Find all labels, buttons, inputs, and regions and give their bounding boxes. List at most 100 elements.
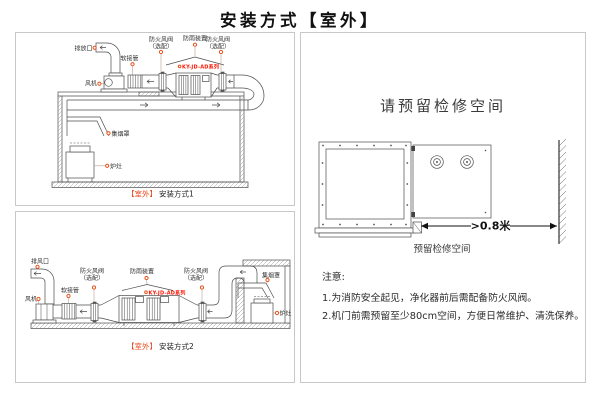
flexible-duct (127, 74, 143, 89)
exhaust-stack (95, 42, 121, 74)
fire-damper-label: 防火风阀 (206, 35, 230, 43)
fire-damper-label: （选配） (149, 42, 173, 50)
rain-cover-label: 防雨装置 (183, 34, 207, 42)
fire-damper-1 (90, 301, 99, 323)
series-dot (144, 290, 148, 294)
install-method-2-diagram: 排风口 风机 软接管 (25, 258, 292, 352)
fire-damper-label: 防火风阀 (149, 35, 173, 43)
exhaust-stack (30, 268, 55, 305)
roof-penetration (138, 91, 160, 97)
ground-hatch (51, 181, 249, 188)
panel-maintenance-space: >0.8米 预留检修空间 请预留检修空间 注意: 1.为消防安全起见，净化器前后… (300, 32, 586, 383)
maintenance-heading: 请预留检修空间 (379, 97, 506, 115)
label-dot (97, 81, 102, 86)
fan-label: 风机 (25, 295, 37, 303)
fire-damper-label: （选配） (206, 42, 230, 50)
notes-title: 注意: (322, 272, 345, 283)
caption-tag: 【室外】 (127, 341, 157, 351)
smoke-hood-label: 集烟罩 (262, 272, 280, 280)
down-elbow (233, 74, 265, 111)
fan (32, 303, 57, 324)
series-label: KY-JD-AD系列 (182, 63, 219, 70)
caption-text: 安装方式1 (159, 189, 194, 199)
label-dot (66, 293, 71, 299)
label-dot (158, 49, 164, 55)
diagram-caption: 预留检修空间 (413, 243, 470, 255)
door-lock-knob (430, 155, 444, 169)
stove (65, 142, 95, 182)
flexible-duct-label: 软接管 (61, 287, 79, 295)
fan-label: 风机 (85, 80, 97, 88)
label-dot (192, 42, 198, 47)
fire-damper-label: 防火风阀 (80, 267, 104, 275)
stove-label: 炉灶 (110, 162, 122, 170)
smoke-hood (66, 100, 110, 137)
flow-arrow (239, 269, 246, 275)
flow-arrow (33, 271, 41, 276)
series-dot (177, 64, 182, 69)
caption-text: 安装方式2 (159, 341, 194, 351)
series-label: KY-JD-AD系列 (149, 289, 186, 296)
exhaust-outlet-label: 排风口 (31, 258, 49, 266)
flexible-duct-label: 软接管 (121, 55, 139, 63)
flow-arrow (79, 309, 87, 314)
fan (100, 72, 128, 93)
fire-damper-1 (158, 71, 167, 92)
rain-cover (165, 56, 225, 66)
clearance-value: >0.8米 (471, 219, 512, 233)
label-dot (199, 285, 205, 290)
roof (242, 259, 291, 267)
stove (250, 296, 274, 324)
purifier-unit (100, 295, 198, 326)
flexible-duct (61, 303, 77, 320)
panel-install-method-2: 排风口 风机 软接管 (15, 211, 295, 383)
label-dot (92, 45, 97, 50)
label-dot (106, 131, 111, 136)
flow-arrow (207, 309, 213, 314)
fire-damper-label: （选配） (80, 274, 104, 282)
flow-arrow (146, 79, 154, 84)
label-dot (130, 62, 135, 67)
label-dot (274, 310, 280, 316)
flow-arrow (99, 45, 106, 50)
over-wall-elbow (212, 265, 258, 319)
install-method-1-diagram: 集烟罩 炉灶 排放口 风机 (51, 34, 265, 199)
discharge-outlet-label: 排放口 (74, 45, 92, 53)
label-dot (265, 277, 270, 283)
label-dot (36, 296, 41, 302)
rain-cover-label: 防雨装置 (130, 268, 154, 276)
note-line-1: 1.为消防安全起见，净化器前后需配备防火风阀。 (322, 293, 538, 304)
label-dot (35, 264, 40, 269)
label-dot (218, 49, 224, 55)
flow-arrow (228, 79, 233, 84)
door-hinge (411, 212, 415, 217)
fire-damper-2 (198, 301, 207, 323)
purifier-cabinet (314, 141, 416, 238)
right-wall (284, 265, 291, 324)
cabinet-screws (321, 144, 409, 226)
wall (235, 277, 245, 324)
fire-damper-label: （选配） (184, 274, 208, 282)
label-dot (91, 285, 97, 290)
door-lock-knob (460, 155, 474, 169)
rain-cover (121, 284, 174, 291)
purifier-unit (167, 72, 218, 100)
flow-arrow (212, 102, 221, 108)
stove-label: 炉灶 (280, 310, 292, 318)
caption-tag: 【室外】 (127, 189, 157, 199)
door-hinge (411, 146, 415, 151)
smoke-hood (237, 282, 275, 299)
flow-arrow (140, 102, 149, 108)
ground-hatch (30, 322, 291, 329)
building-section (235, 259, 291, 324)
notes-block: 注意: 1.为消防安全起见，净化器前后需配备防火风阀。 2.机门前需预留至少80… (322, 269, 584, 327)
page-title: 安装方式【室外】 (220, 11, 380, 30)
cabinet-door (411, 144, 492, 234)
label-dot (105, 163, 110, 168)
label-dot (144, 275, 149, 281)
maintenance-space-diagram: >0.8米 预留检修空间 (314, 138, 567, 255)
panel-install-method-1: 集烟罩 炉灶 排放口 风机 (15, 32, 295, 206)
interior-duct (67, 99, 248, 111)
cabinet-base (314, 227, 416, 234)
